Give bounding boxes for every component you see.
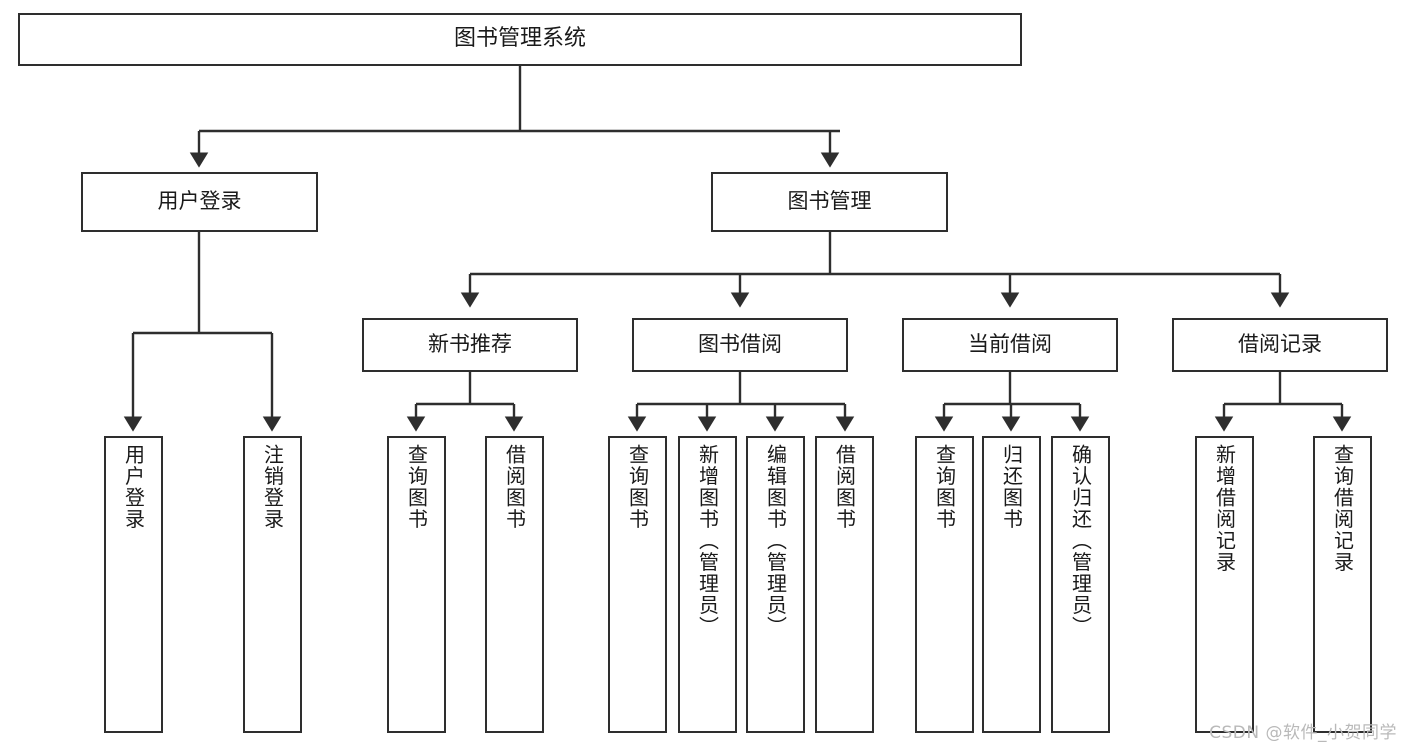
- node-label: 用户登录: [121, 444, 146, 530]
- node-label: 借阅记录: [1238, 332, 1322, 357]
- leaf-logout[interactable]: 注销登录: [243, 436, 302, 733]
- leaf-return-book[interactable]: 归还图书: [982, 436, 1041, 733]
- node-label: 借阅图书: [832, 444, 857, 530]
- node-label: 借阅图书: [502, 444, 527, 530]
- node-label: 新增图书（管理员）: [695, 444, 720, 638]
- node-label: 查询图书: [932, 444, 957, 530]
- node-label: 归还图书: [999, 444, 1024, 530]
- node-label: 编辑图书（管理员）: [763, 444, 788, 638]
- csdn-watermark: CSDN @软件_小贺同学: [1209, 723, 1397, 743]
- node-root-system[interactable]: 图书管理系统: [18, 13, 1022, 66]
- leaf-query-book-current[interactable]: 查询图书: [915, 436, 974, 733]
- node-label: 当前借阅: [968, 332, 1052, 357]
- leaf-confirm-return-admin[interactable]: 确认归还（管理员）: [1051, 436, 1110, 733]
- node-label: 查询借阅记录: [1330, 444, 1355, 573]
- leaf-edit-book-admin[interactable]: 编辑图书（管理员）: [746, 436, 805, 733]
- leaf-add-book-admin[interactable]: 新增图书（管理员）: [678, 436, 737, 733]
- node-label: 图书管理系统: [453, 26, 586, 52]
- node-label: 用户登录: [157, 189, 242, 214]
- node-label: 确认归还（管理员）: [1068, 444, 1093, 638]
- node-label: 注销登录: [260, 444, 285, 530]
- leaf-query-borrow-record[interactable]: 查询借阅记录: [1313, 436, 1372, 733]
- node-book-borrow[interactable]: 图书借阅: [632, 318, 848, 372]
- node-user-login[interactable]: 用户登录: [81, 172, 318, 232]
- node-label: 图书借阅: [698, 332, 782, 357]
- node-label: 新书推荐: [428, 332, 512, 357]
- node-borrow-records[interactable]: 借阅记录: [1172, 318, 1388, 372]
- leaf-user-login[interactable]: 用户登录: [104, 436, 163, 733]
- node-book-management[interactable]: 图书管理: [711, 172, 948, 232]
- leaf-borrow-book[interactable]: 借阅图书: [815, 436, 874, 733]
- node-new-book-recommend[interactable]: 新书推荐: [362, 318, 578, 372]
- node-label: 查询图书: [625, 444, 650, 530]
- leaf-query-book-borrow[interactable]: 查询图书: [608, 436, 667, 733]
- node-current-borrow[interactable]: 当前借阅: [902, 318, 1118, 372]
- node-label: 查询图书: [404, 444, 429, 530]
- leaf-query-book-recommend[interactable]: 查询图书: [387, 436, 446, 733]
- node-label: 图书管理: [787, 189, 872, 214]
- leaf-borrow-book-recommend[interactable]: 借阅图书: [485, 436, 544, 733]
- node-label: 新增借阅记录: [1212, 444, 1237, 573]
- leaf-add-borrow-record[interactable]: 新增借阅记录: [1195, 436, 1254, 733]
